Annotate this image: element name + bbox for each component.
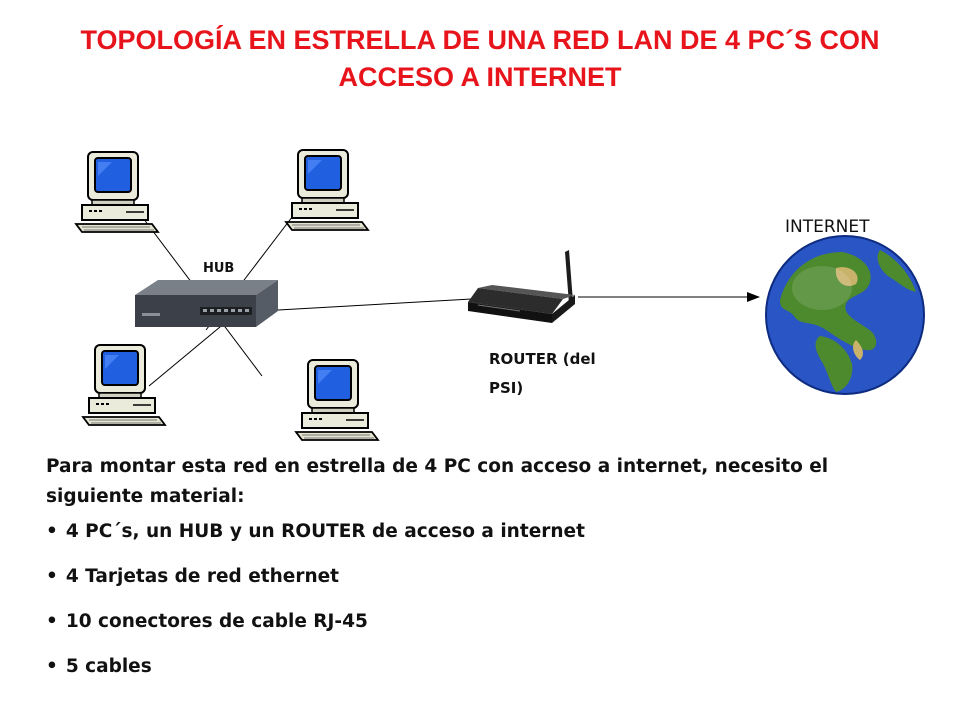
globe-icon — [765, 235, 925, 395]
page-title: TOPOLOGÍA EN ESTRELLA DE UNA RED LAN DE … — [80, 25, 880, 92]
material-section: Para montar esta red en estrella de 4 PC… — [46, 452, 926, 701]
material-intro: Para montar esta red en estrella de 4 PC… — [46, 456, 829, 507]
router-label: ROUTER (del PSI) — [489, 350, 596, 397]
list-item: 10 conectores de cable RJ-45 — [46, 611, 926, 633]
internet-label: INTERNET — [785, 217, 870, 237]
list-item: 5 cables — [46, 656, 926, 678]
computer-icon — [82, 344, 166, 426]
arrow-head — [747, 292, 760, 302]
computer-icon — [295, 359, 379, 441]
list-item: 4 Tarjetas de red ethernet — [46, 566, 926, 588]
hub-label: HUB — [203, 261, 235, 276]
hub-icon — [135, 280, 278, 327]
computer-icon — [75, 151, 159, 233]
material-list: 4 PC´s, un HUB y un ROUTER de acceso a i… — [46, 521, 926, 678]
router-icon — [468, 250, 575, 323]
computer-icon — [285, 149, 369, 231]
list-item: 4 PC´s, un HUB y un ROUTER de acceso a i… — [46, 521, 926, 543]
cable-pc3-hub — [148, 316, 233, 387]
